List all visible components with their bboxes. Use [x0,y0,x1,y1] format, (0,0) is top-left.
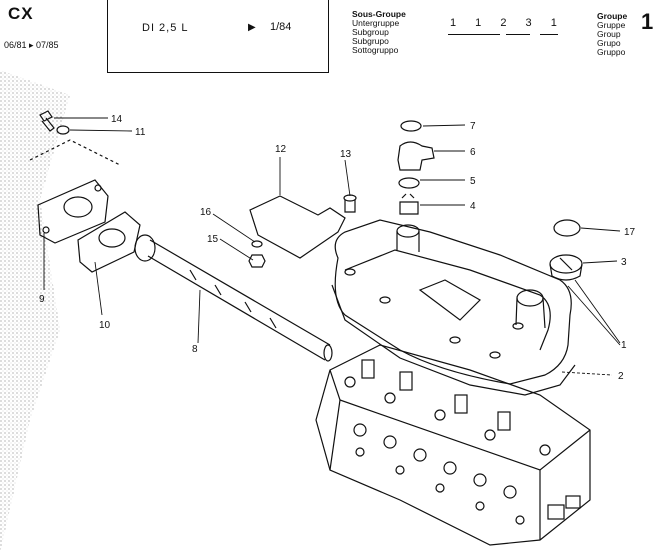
subgroup-underline [448,34,500,35]
subgroup-label-de: Untergruppe [352,18,400,28]
part-callout-3: 3 [621,257,627,268]
clip-part [400,120,422,132]
rocker-cover-part [334,219,572,385]
engine-type: DI 2,5 L [142,22,189,34]
breather-elbow-part [397,141,435,171]
arrow-icon: ▶ [248,22,256,33]
seal-ring-part [398,177,420,189]
cylinder-head-part [315,344,591,546]
group-number: 1 [641,9,654,34]
subgroup-labels: Sous-Groupe Untergruppe Subgroup Subgrup… [352,10,406,55]
part-callout-2: 2 [618,371,624,382]
subgroup-label-it: Sottogruppo [352,45,399,55]
part-callout-9: 9 [39,294,45,305]
subgroup-label-en: Subgroup [352,27,389,37]
leader-lines [43,117,621,376]
group-label-fr: Groupe [597,11,628,21]
filler-cap-part [549,254,583,281]
subgroup-label-es: Subgrupo [352,36,389,46]
part-callout-14: 14 [111,114,123,125]
part-callout-6: 6 [470,147,476,158]
gasket-part [77,211,141,273]
subgroup-label-fr: Sous-Groupe [352,9,406,19]
group-label-en: Group [597,29,621,39]
model-code: CX [8,4,34,23]
plate-part [249,195,346,259]
part-callout-16: 16 [200,207,212,218]
scan-noise-margin [0,70,70,553]
part-callout-4: 4 [470,201,476,212]
washer-part [251,240,263,248]
cap-gasket-part [553,219,581,237]
bolt-part [39,110,55,132]
part-callout-7: 7 [470,121,476,132]
part-callout-17: 17 [624,227,636,238]
washer-part [56,125,70,135]
part-callout-15: 15 [207,234,219,245]
part-callout-13: 13 [340,149,352,160]
stud-part [343,194,357,213]
assembly-guide-line [29,139,121,166]
part-callout-8: 8 [192,344,198,355]
engine-date: 1/84 [270,21,292,33]
part-callout-1: 1 [621,340,627,351]
group-label-es: Grupo [597,38,621,48]
cover-plate-part [37,179,109,244]
part-callout-12: 12 [275,144,287,155]
part-callout-11: 11 [135,127,146,138]
cover-gasket-part [331,284,576,396]
subgroup-underline [506,34,530,35]
subgroup-underline [540,34,558,35]
group-label-it: Gruppo [597,47,626,57]
nut-part [248,254,266,268]
engine-info-box [107,0,329,73]
rocker-shaft-part [134,234,333,362]
group-labels: Groupe Gruppe Group Grupo Gruppo [597,12,627,57]
group-label-de: Gruppe [597,20,626,30]
part-callout-10: 10 [99,320,111,331]
valve-part [399,193,419,215]
subgroup-code: 1 1 2 3 1 [450,17,565,29]
part-callout-5: 5 [470,176,476,187]
production-dates: 06/81 ▸ 07/85 [4,40,59,50]
